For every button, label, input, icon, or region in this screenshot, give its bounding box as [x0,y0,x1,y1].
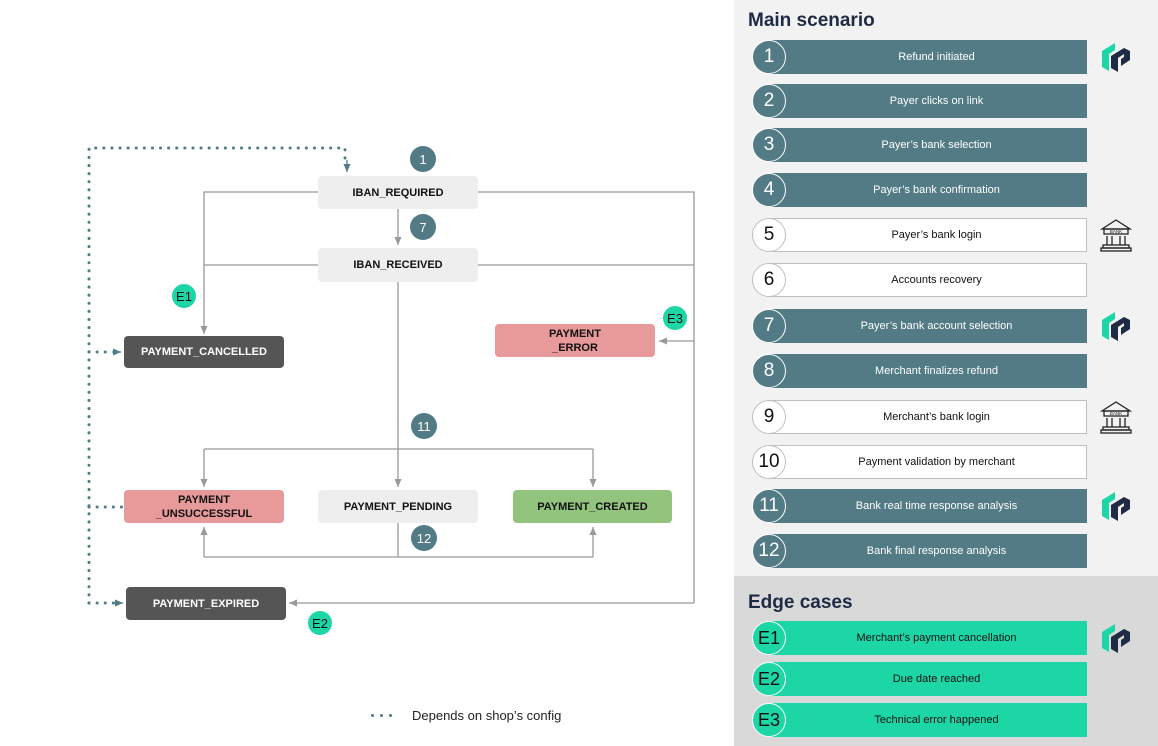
state-iban-required: IBAN_REQUIRED [318,176,478,209]
provider-logo-icon [1099,308,1133,344]
step-number: 5 [752,218,786,252]
step-number: 12 [752,534,786,568]
step-badge-1: 1 [410,146,436,172]
dotted-config-top [87,146,347,605]
state-payment-created: PAYMENT_CREATED [513,490,672,523]
step-label: Merchant’s bank login [768,400,1087,434]
provider-logo-icon [1099,620,1133,656]
state-iban-received: IBAN_RECEIVED [318,248,478,282]
step-number: E2 [752,662,786,696]
step-number: 8 [752,354,786,388]
step-number: 11 [752,489,786,523]
step-badge-12: 12 [411,525,437,551]
step-badge-7: 7 [410,214,436,240]
main-scenario-title: Main scenario [748,10,875,31]
step-label: Bank real time response analysis [768,489,1087,523]
step-label: Payer’s bank login [768,218,1087,252]
state-payment-expired: PAYMENT_EXPIRED [126,587,286,620]
state-payment-error: PAYMENT _ERROR [495,324,655,357]
state-payment-pending: PAYMENT_PENDING [318,490,478,523]
bank-icon: BANK [1099,399,1133,435]
step-number: E3 [752,703,786,737]
bank-icon: BANK [1099,217,1133,253]
provider-logo-icon [1099,39,1133,75]
step-label: Due date reached [768,662,1087,696]
step-number: 6 [752,263,786,297]
step-number: E1 [752,621,786,655]
step-label: Merchant’s payment cancellation [768,621,1087,655]
state-payment-cancelled: PAYMENT_CANCELLED [124,336,284,368]
step-label: Refund initiated [768,40,1087,74]
dotted-line-legend-icon [368,713,398,717]
step-number: 7 [752,309,786,343]
step-label: Payer’s bank account selection [768,309,1087,343]
legend: Depends on shop’s config [368,706,561,724]
provider-logo-icon [1099,488,1133,524]
edge-badge-e2: E2 [307,610,333,636]
step-label: Accounts recovery [768,263,1087,297]
step-label: Bank final response analysis [768,534,1087,568]
svg-text:BANK: BANK [1110,229,1122,234]
step-label: Technical error happened [768,703,1087,737]
step-number: 1 [752,40,786,74]
edge-badge-e3: E3 [662,305,688,331]
step-number: 9 [752,400,786,434]
svg-text:BANK: BANK [1110,411,1122,416]
edge-required-to-cancelled [200,191,318,334]
step-number: 10 [752,445,786,479]
step-label: Merchant finalizes refund [768,354,1087,388]
step-number: 2 [752,84,786,118]
step-label: Payment validation by merchant [768,445,1087,479]
edge-cases-title: Edge cases [748,592,853,613]
step-label: Payer’s bank selection [768,128,1087,162]
step-number: 4 [752,173,786,207]
step-label: Payer clicks on link [768,84,1087,118]
legend-text: Depends on shop’s config [412,707,562,723]
edge-badge-e1: E1 [171,283,197,309]
edge-required-right-bus [478,191,695,603]
step-number: 3 [752,128,786,162]
state-payment-unsuccessful: PAYMENT _UNSUCCESSFUL [124,490,284,523]
step-badge-11: 11 [411,413,437,439]
step-label: Payer’s bank confirmation [768,173,1087,207]
flow-diagram [87,146,695,607]
